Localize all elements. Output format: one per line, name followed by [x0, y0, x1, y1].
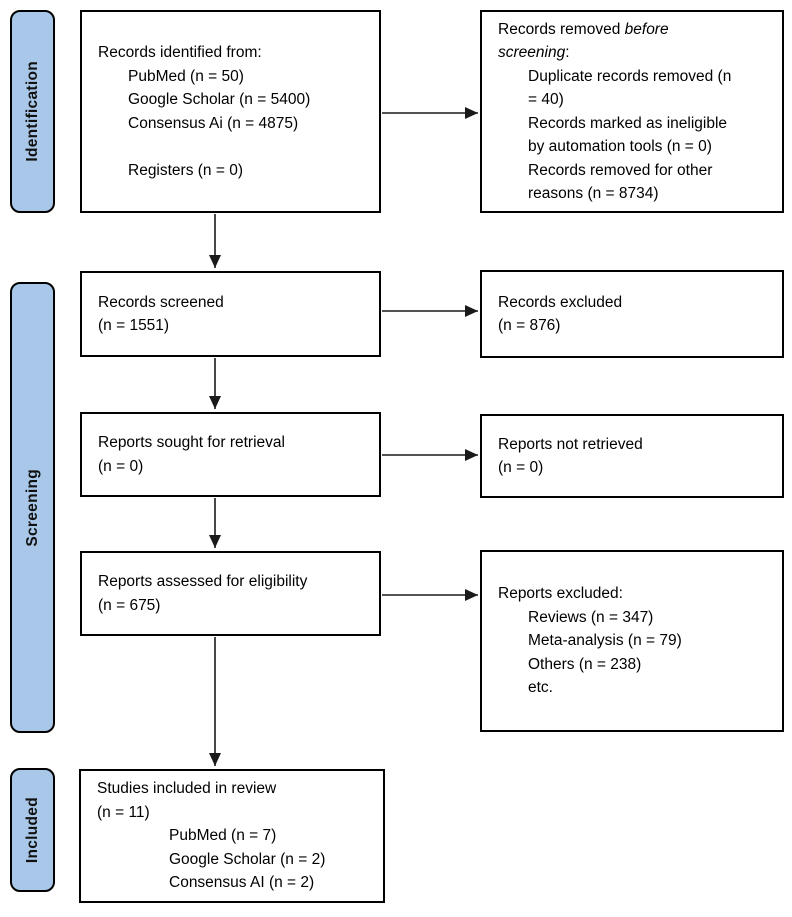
text-line: PubMed (n = 50)	[128, 67, 244, 85]
stage-included: Included	[10, 768, 55, 892]
text-line: Others (n = 238)	[528, 655, 642, 673]
text-line: Consensus Ai (n = 4875)	[128, 114, 299, 132]
box-reports-excluded: Reports excluded: Reviews (n = 347) Meta…	[480, 550, 784, 732]
heading-italic: screening	[498, 44, 566, 61]
text-line: PubMed (n = 7)	[169, 827, 277, 845]
text-line: Reports assessed for eligibility	[98, 573, 308, 590]
text-line: Records screened	[98, 293, 224, 311]
text-line: = 40)	[528, 91, 564, 108]
text-line: Registers (n = 0)	[128, 161, 244, 179]
text-line: (n = 675)	[98, 596, 161, 614]
text-line: Records marked as ineligible	[528, 114, 728, 132]
box-records-removed: Records removed before screening: Duplic…	[480, 10, 784, 213]
heading-italic: before	[624, 20, 669, 38]
box-reports-assessed: Reports assessed for eligibility (n = 67…	[80, 551, 381, 636]
text-line: screening:	[498, 41, 774, 65]
text-line: Records excluded	[498, 293, 623, 311]
text-line: (n = 1551)	[98, 317, 170, 334]
text-line: etc.	[528, 679, 553, 697]
text-line: Google Scholar (n = 2)	[169, 850, 326, 868]
blank-line	[98, 135, 371, 159]
heading-regular: :	[565, 44, 570, 61]
box-records-excluded: Records excluded (n = 876)	[480, 270, 784, 358]
stage-screening: Screening	[10, 282, 55, 733]
box-reports-not-retrieved: Reports not retrieved (n = 0)	[480, 414, 784, 498]
stage-included-label: Included	[23, 796, 41, 864]
box-records-screened: Records screened (n = 1551)	[80, 271, 381, 357]
text-line: (n = 876)	[498, 317, 561, 334]
box-records-identified: Records identified from: PubMed (n = 50)…	[80, 10, 381, 213]
text-line: (n = 11)	[97, 803, 150, 821]
text-line: Records removed before	[498, 18, 774, 42]
text-line: Records removed for other	[528, 161, 713, 179]
text-line: reasons (n = 8734)	[528, 185, 659, 202]
box-reports-sought: Reports sought for retrieval (n = 0)	[80, 412, 381, 497]
stage-identification-label: Identification	[23, 61, 41, 162]
box-studies-included: Studies included in review (n = 11) PubM…	[79, 769, 385, 903]
text-line: Reports not retrieved	[498, 435, 643, 453]
stage-screening-label: Screening	[23, 468, 41, 547]
text-line: Duplicate records removed (n	[528, 67, 732, 85]
heading-regular: Records removed	[498, 20, 625, 38]
text-line: Meta-analysis (n = 79)	[528, 632, 682, 650]
text-line: (n = 0)	[98, 457, 144, 475]
text-line: Reports sought for retrieval	[98, 434, 285, 451]
text-line: (n = 0)	[498, 459, 544, 476]
text-line: Reports excluded:	[498, 585, 623, 603]
text-line: Google Scholar (n = 5400)	[128, 91, 311, 108]
text-line: Records identified from:	[98, 44, 262, 61]
text-line: Studies included in review	[97, 780, 277, 798]
text-line: Consensus AI (n = 2)	[169, 874, 315, 892]
text-line: by automation tools (n = 0)	[528, 138, 712, 155]
stage-identification: Identification	[10, 10, 55, 213]
text-line: Reviews (n = 347)	[528, 608, 654, 626]
